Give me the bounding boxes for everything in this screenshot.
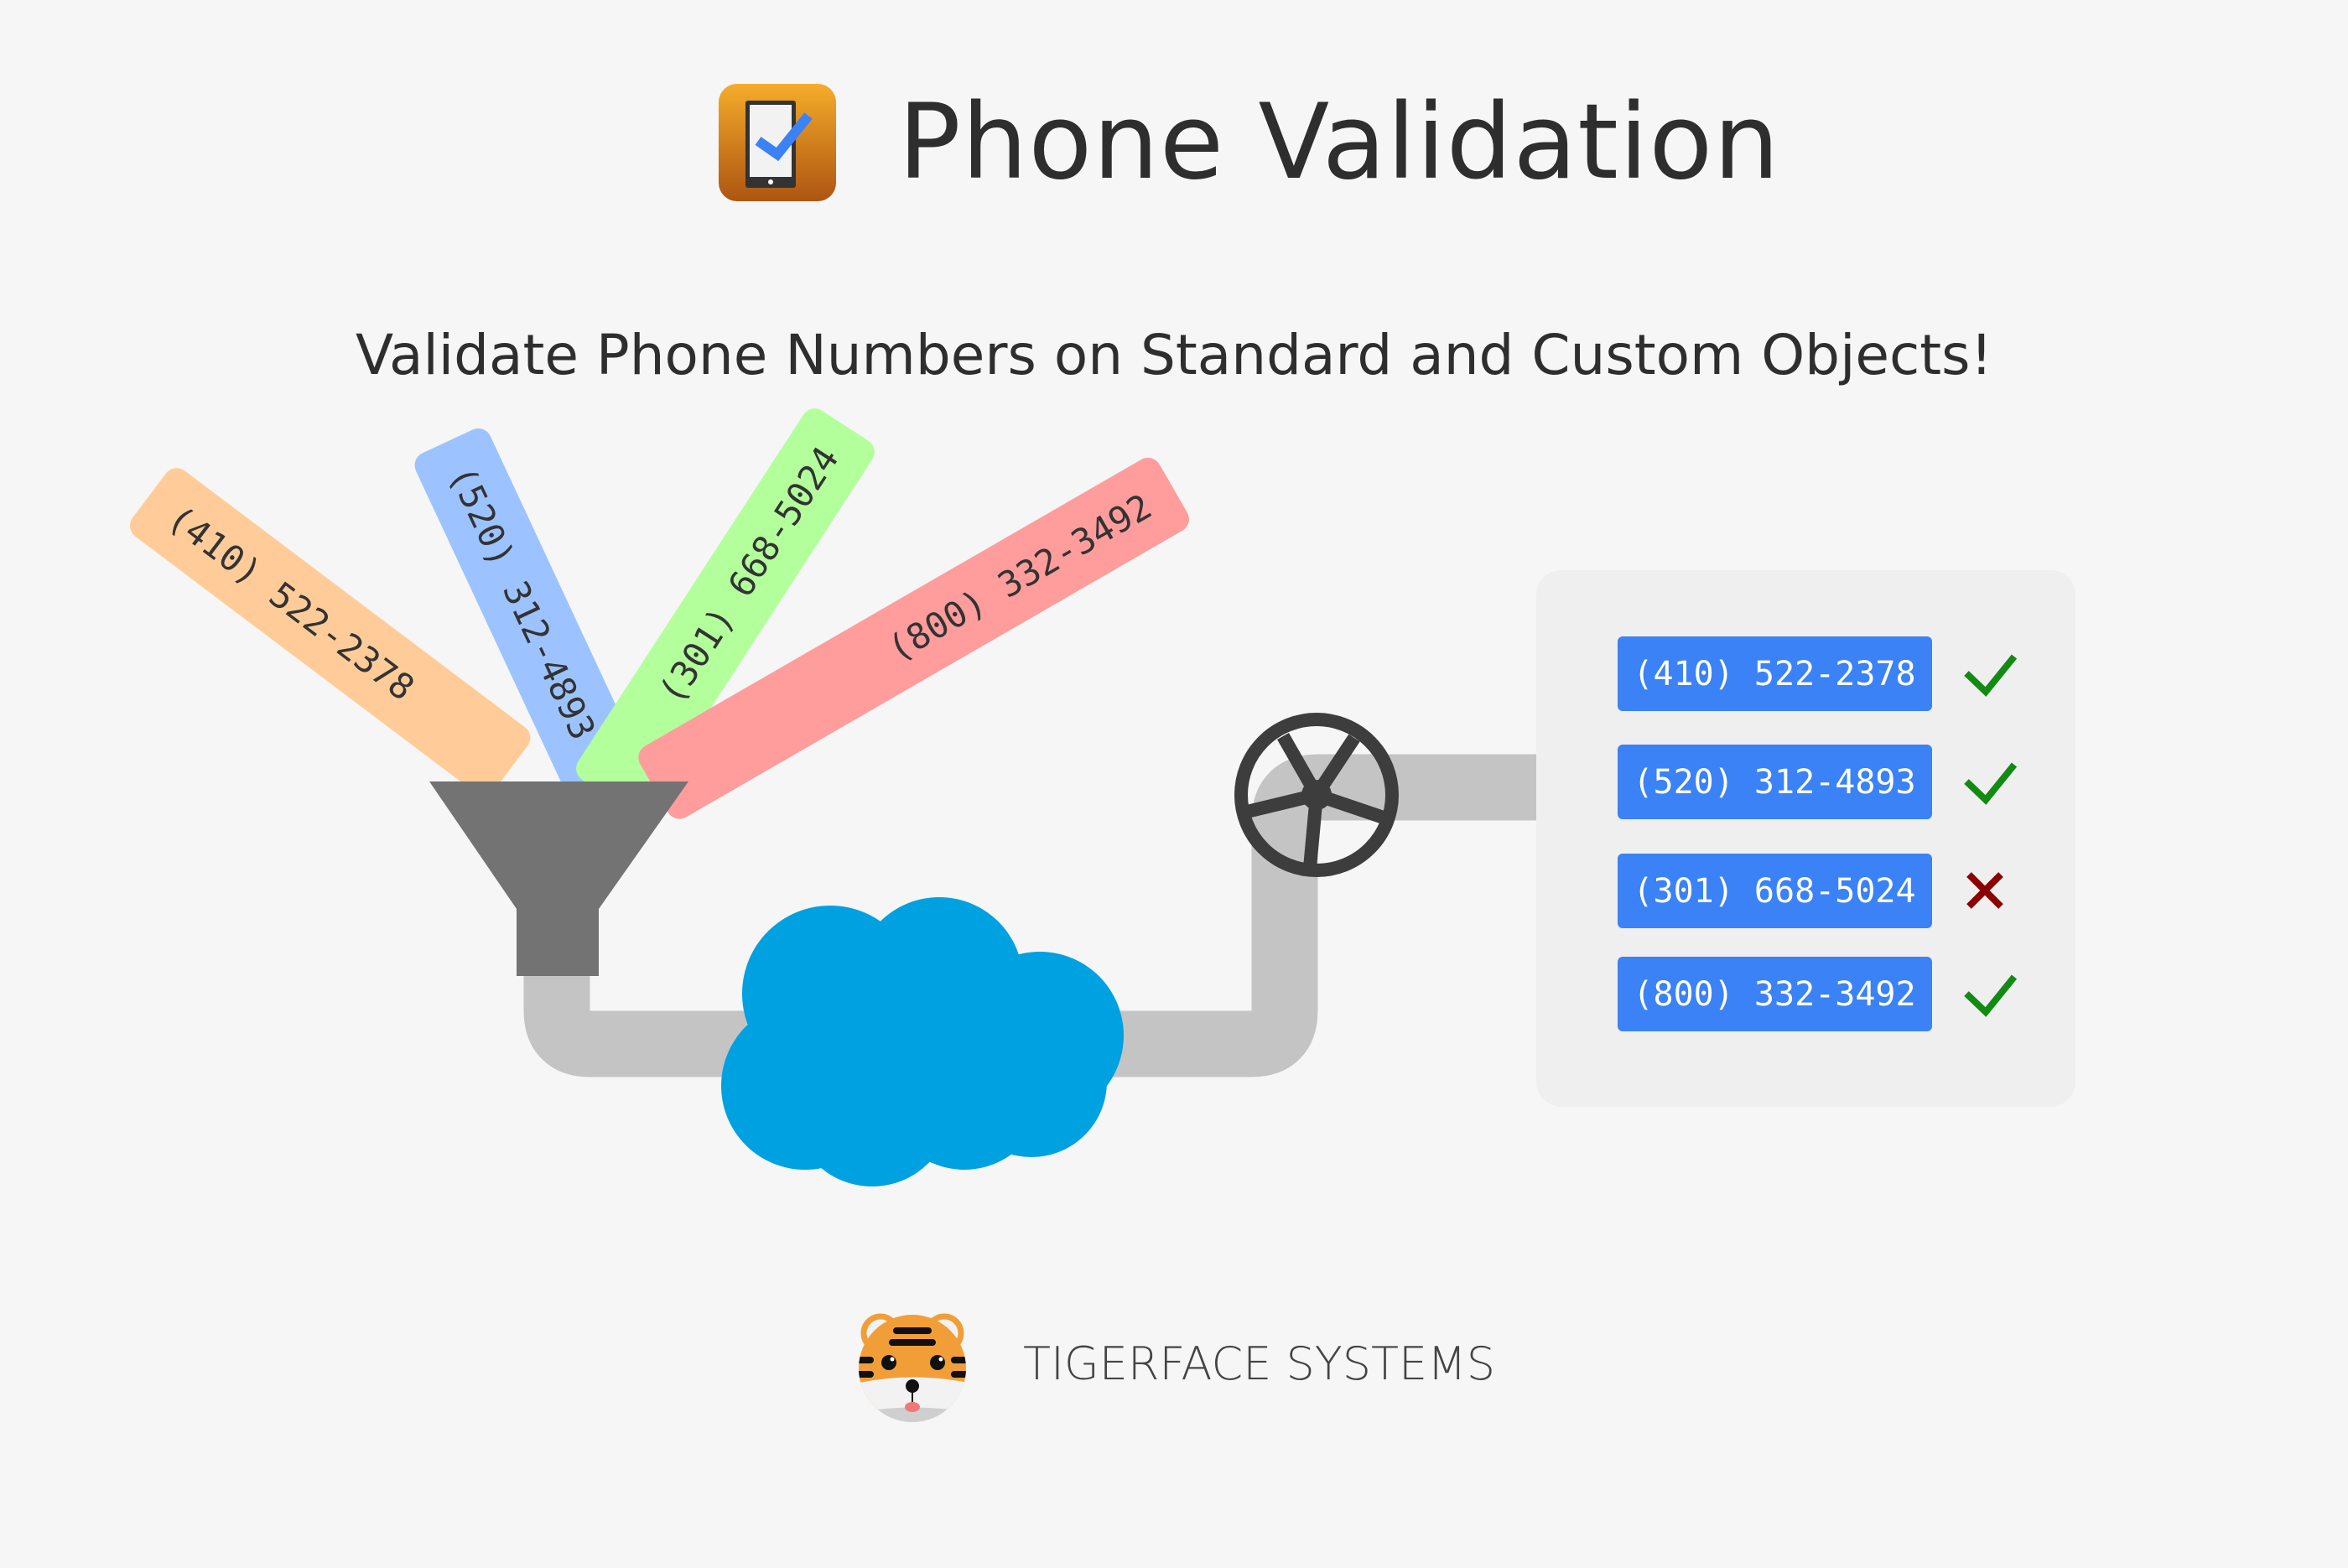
strip-number: (410) 522-2378	[160, 497, 422, 709]
funnel	[429, 781, 688, 976]
result-row: (301) 668-5024	[1618, 854, 2003, 928]
brand-name: TIGERFACE SYSTEMS	[1023, 1337, 1495, 1390]
check-icon	[1964, 974, 2018, 1017]
result-row: (520) 312-4893	[1618, 745, 2018, 819]
result-number: (800) 332-3492	[1633, 975, 1915, 1014]
phone-chip	[1618, 745, 1932, 819]
phone-chip	[1618, 957, 1932, 1031]
result-row: (800) 332-3492	[1618, 957, 2018, 1031]
result-number: (410) 522-2378	[1633, 655, 1915, 693]
strip-number: (800) 332-3492	[880, 485, 1158, 669]
tiger-face-logo	[859, 1313, 966, 1422]
input-number-strips: (410) 522-2378(520) 312-4893(301) 668-50…	[129, 408, 1189, 819]
page-title: Phone Validation	[898, 82, 1780, 203]
cloud-icon	[721, 897, 1124, 1186]
valve-wheel-icon	[1234, 713, 1399, 877]
result-number: (301) 668-5024	[1633, 872, 1915, 911]
phone-chip	[1618, 854, 1932, 928]
check-icon	[1964, 762, 2018, 805]
subtitle: Validate Phone Numbers on Standard and C…	[355, 323, 1993, 387]
result-number: (520) 312-4893	[1633, 763, 1915, 802]
result-row: (410) 522-2378	[1618, 636, 2018, 711]
phone-check-icon	[719, 84, 836, 201]
x-icon	[1966, 872, 2003, 909]
check-icon	[1964, 654, 2018, 697]
phone-chip	[1618, 636, 1932, 711]
